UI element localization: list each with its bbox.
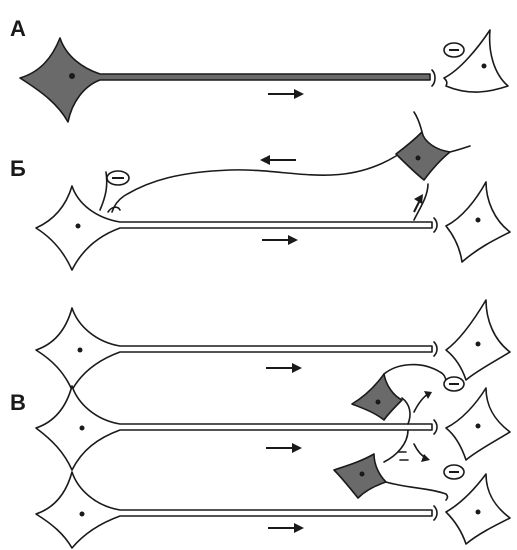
arrowhead-right-icon [292, 443, 302, 453]
neuron-v-bottom-terminal [434, 506, 437, 520]
neuron-v-middle-post-nucleus [476, 424, 481, 429]
neuron-b-terminal [434, 218, 437, 232]
neuron-b-interneuron-dendrite [450, 146, 470, 152]
neuron-b-presynaptic-process [100, 172, 107, 210]
neuron-v-bottom-nucleus [80, 512, 85, 517]
neuron-b-presynaptic-soma [36, 186, 432, 270]
neuron-v-interneuron-2-nucleus [360, 472, 365, 477]
neuron-a-postsynaptic-nucleus [482, 64, 487, 69]
neuron-b-interneuron-soma [396, 132, 450, 180]
arrowhead-right-icon [292, 363, 302, 373]
panel-a [20, 30, 508, 122]
neuron-v-interneuron-1-axon [384, 365, 446, 382]
neuron-v-interneuron-2-soma [334, 454, 386, 498]
arrowhead-right-icon [294, 89, 304, 99]
neuron-b-interneuron-dendrite-top [414, 112, 422, 132]
neuron-b-postsynaptic-nucleus [476, 218, 481, 223]
arrowhead-right-icon [294, 523, 304, 533]
panel-b [36, 112, 510, 270]
neuron-v-top-post-nucleus [476, 342, 481, 347]
neuron-v-collateral-1 [402, 398, 410, 424]
neuron-v-middle-terminal [434, 420, 437, 434]
neuron-v-interneuron-1-soma [352, 374, 402, 420]
neuron-v-interneuron-1-nucleus [376, 400, 381, 405]
neuron-a-presynaptic-nucleus [69, 73, 75, 79]
neuron-v-interneuron-2-axon [386, 482, 448, 500]
neuron-v-middle-nucleus [80, 426, 85, 431]
neuron-a-postsynaptic-soma [444, 30, 508, 92]
neuron-v-bottom-post-nucleus [476, 510, 481, 515]
neuron-b-presynaptic-nucleus [76, 224, 81, 229]
arrowhead-right-icon [288, 235, 298, 245]
neuron-b-interneuron-terminal [108, 207, 120, 212]
neuron-v-collateral-2 [384, 430, 408, 462]
neuron-b-interneuron-nucleus [416, 156, 421, 161]
neuron-b-interneuron-axon [112, 156, 396, 212]
arrowhead-left-icon [260, 155, 270, 165]
neuron-v-bottom-post-soma [446, 474, 510, 544]
neuron-a-terminal [432, 70, 435, 86]
neuron-v-branch-arrow-1 [414, 394, 428, 412]
panel-v [36, 300, 510, 548]
neuron-v-top-nucleus [78, 348, 83, 353]
neuron-a-presynaptic-soma [20, 38, 430, 122]
neuron-v-top-terminal [434, 342, 437, 356]
neuron-v-top-post-soma [446, 300, 510, 380]
arrowhead-icon [424, 391, 432, 399]
neuron-v-top-soma [36, 308, 432, 390]
